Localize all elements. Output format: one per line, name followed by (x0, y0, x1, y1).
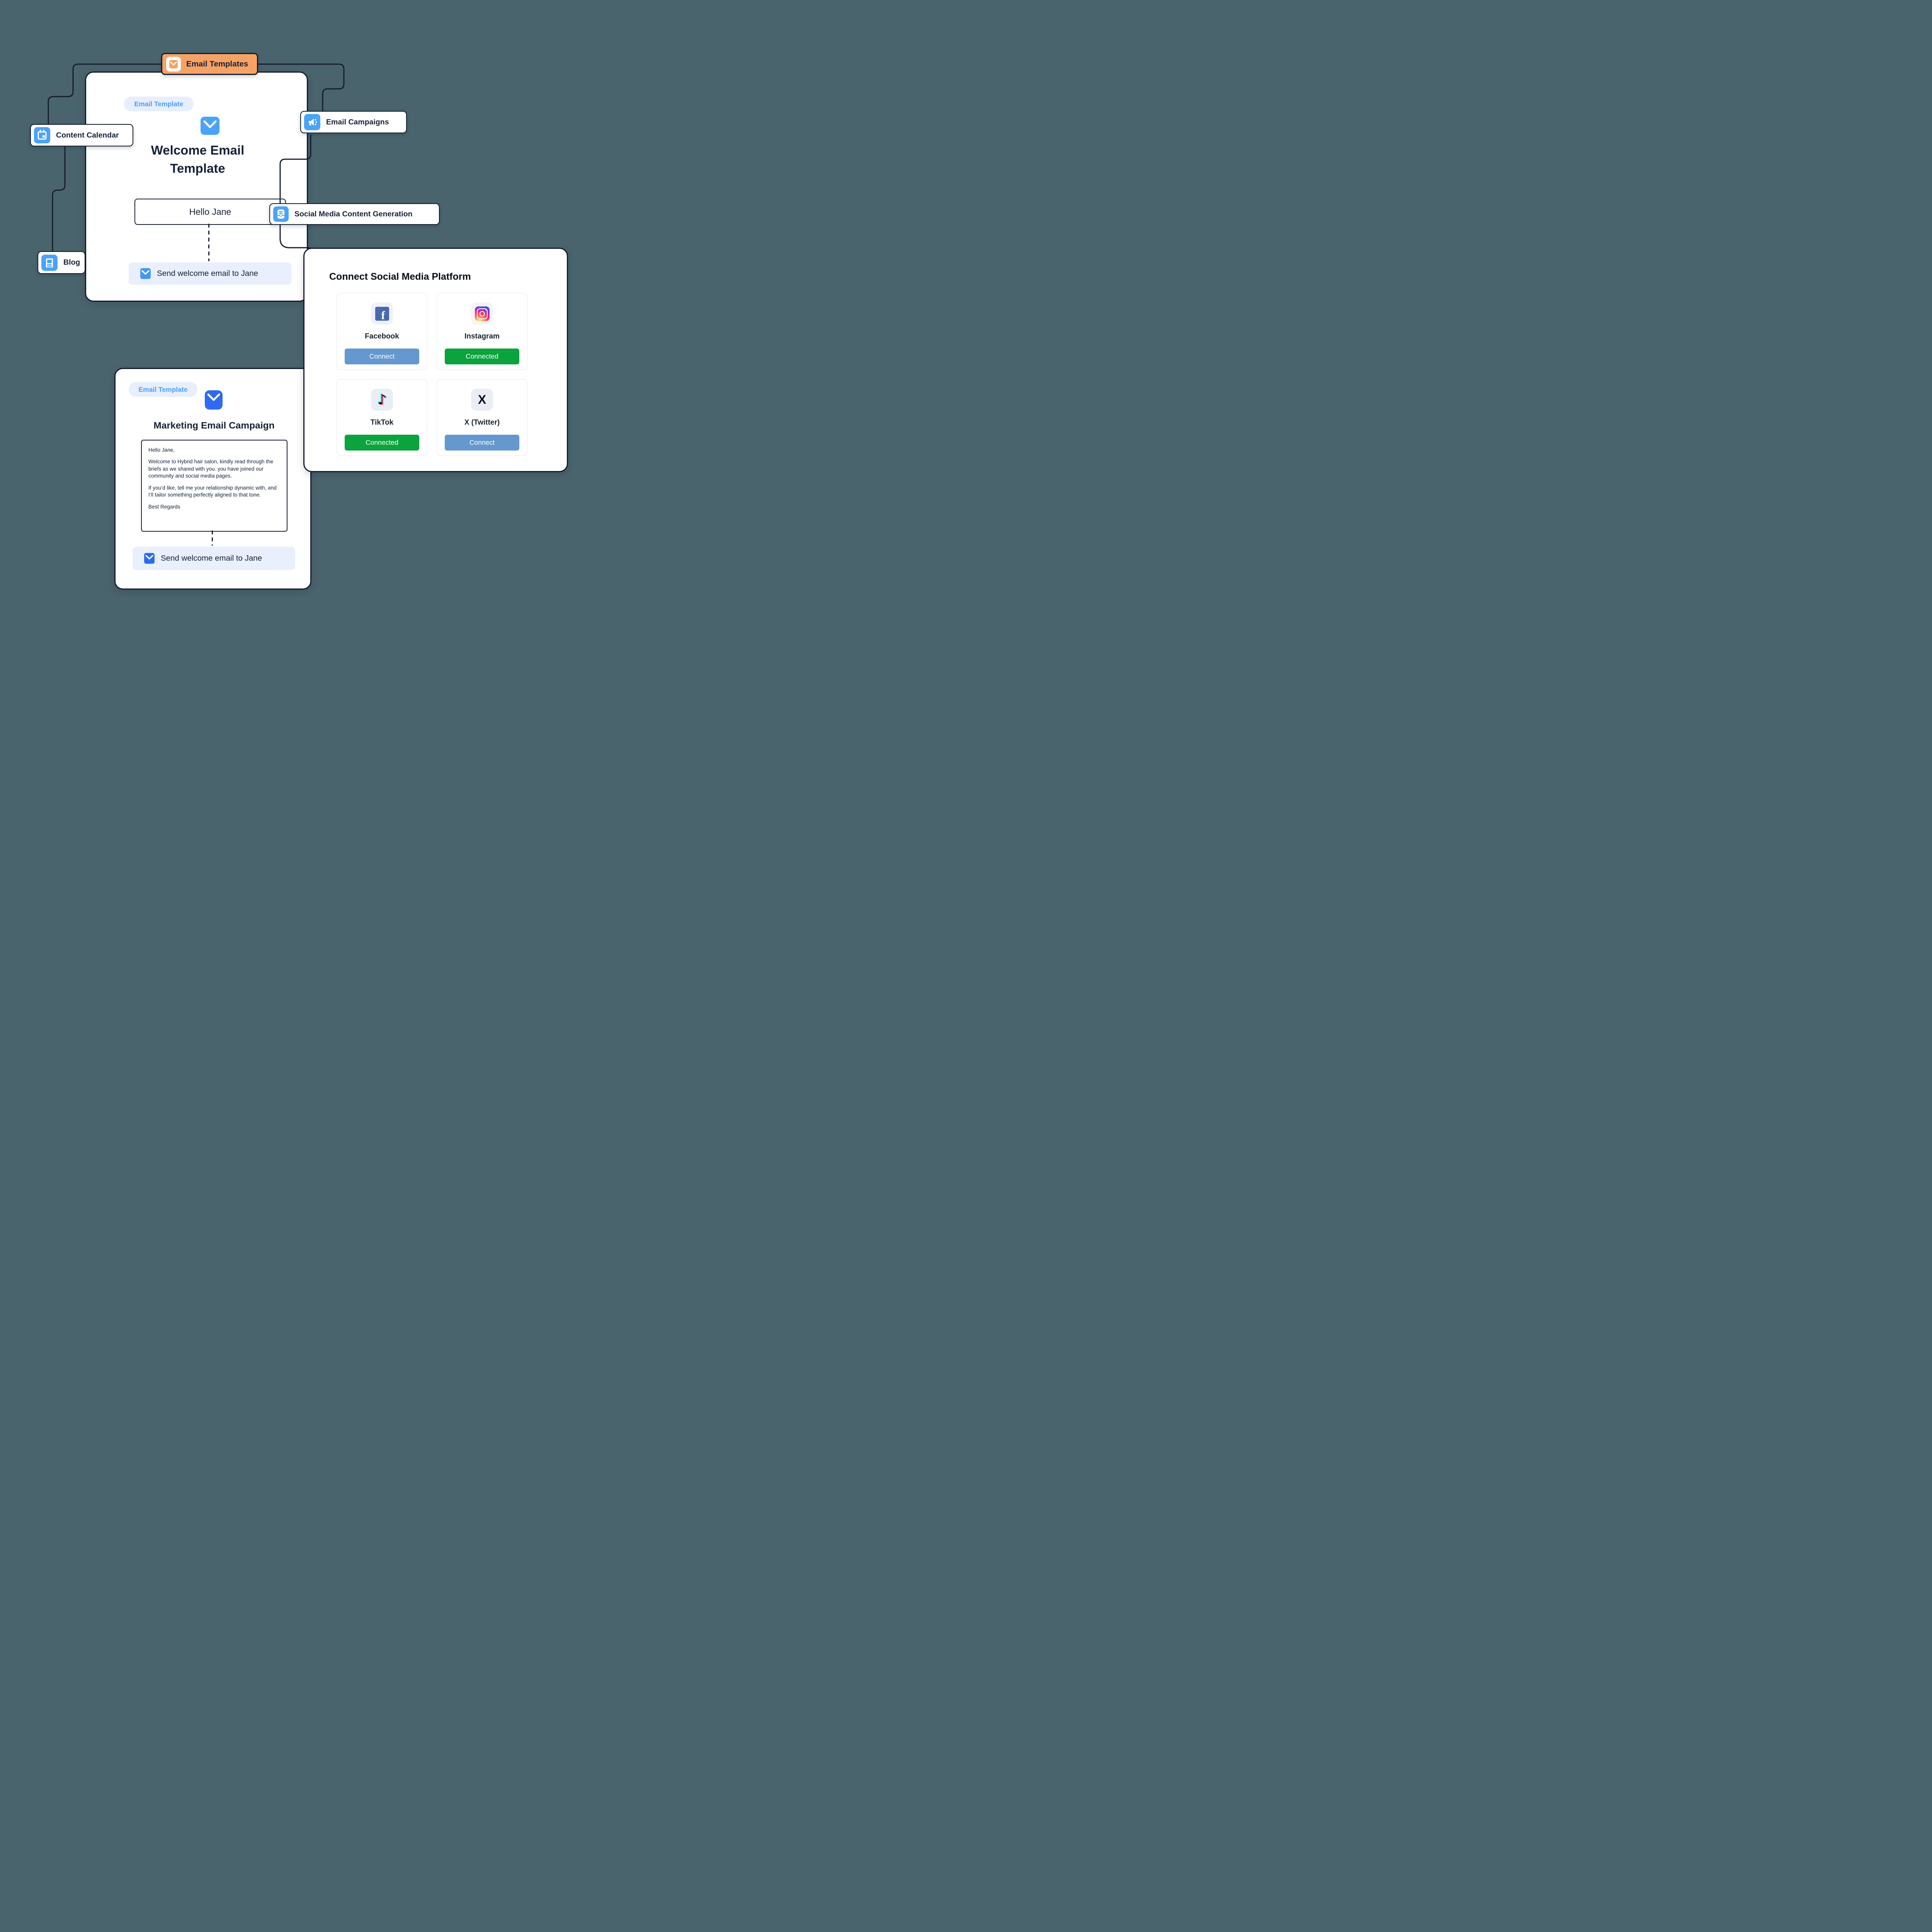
node-label: Content Calendar (56, 131, 119, 139)
node-blog[interactable]: Blog (37, 251, 85, 274)
tiktok-icon: ♪ (371, 389, 393, 411)
mail-icon (201, 117, 219, 135)
email-template-tag: Email Template (124, 97, 194, 111)
email-body-paragraph: If you’d like, tell me your relationship… (148, 485, 277, 498)
send-mail-icon (140, 268, 151, 279)
node-email-campaigns[interactable]: Email Campaigns (300, 111, 407, 133)
inbox-tray-icon (273, 206, 289, 222)
dashed-link (212, 531, 213, 546)
email-body-paragraph: Best Regards (148, 503, 180, 510)
platform-tile-x-twitter: X X (Twitter) Connect (437, 379, 527, 456)
marketing-email-campaign-card: Email Template Marketing Email Campaign … (114, 368, 311, 590)
connect-social-media-card: Connect Social Media Platform f Facebook… (303, 248, 568, 472)
send-welcome-email-action[interactable]: Send welcome email to Jane (129, 262, 291, 285)
welcome-card-title: Welcome Email Template (151, 143, 245, 175)
blog-document-icon (41, 254, 58, 271)
send-mail-icon (144, 553, 155, 564)
greeting-field[interactable]: Hello Jane (134, 199, 286, 225)
platform-tile-instagram: Instagram Connected (437, 293, 527, 370)
calendar-icon (34, 127, 50, 143)
megaphone-icon (304, 114, 320, 130)
node-label: Social Media Content Generation (294, 209, 413, 218)
tiktok-connected-button[interactable]: Connected (345, 435, 419, 451)
email-body-paragraph: Welcome to Hybrid hair salon, kindly rea… (148, 459, 274, 479)
platform-tile-facebook: f Facebook Connect (337, 293, 427, 370)
platform-name: X (Twitter) (464, 418, 500, 427)
mail-icon (166, 56, 181, 71)
dashed-link (208, 224, 209, 261)
mail-icon (205, 390, 223, 410)
instagram-connected-button[interactable]: Connected (445, 349, 519, 364)
facebook-icon: f (371, 303, 393, 325)
x-twitter-icon: X (471, 389, 493, 411)
email-body-paragraph: Hello Jane, (148, 447, 175, 453)
connect-facebook-button[interactable]: Connect (345, 349, 419, 364)
platform-name: Facebook (365, 332, 399, 340)
node-content-calendar[interactable]: Content Calendar (30, 124, 133, 146)
badge-label: Email Templates (186, 59, 248, 68)
platform-name: TikTok (370, 418, 394, 427)
node-label: Blog (63, 258, 80, 267)
marketing-card-title: Marketing Email Campaign (153, 420, 275, 431)
platform-tile-tiktok: ♪ TikTok Connected (337, 379, 427, 456)
email-templates-badge[interactable]: Email Templates (161, 53, 258, 75)
send-action-label: Send welcome email to Jane (161, 554, 262, 563)
platform-name: Instagram (464, 332, 500, 340)
connect-card-title: Connect Social Media Platform (329, 271, 471, 282)
email-body-editor[interactable]: Hello Jane, Welcome to Hybrid hair salon… (141, 440, 287, 532)
send-action-label: Send welcome email to Jane (157, 269, 259, 278)
node-social-media-content-generation[interactable]: Social Media Content Generation (269, 203, 440, 225)
flow-diagram-canvas: Email Template Welcome Email Template He… (0, 0, 586, 606)
instagram-icon (471, 303, 493, 325)
node-label: Email Campaigns (326, 117, 389, 126)
email-template-tag: Email Template (129, 382, 197, 397)
connect-x-twitter-button[interactable]: Connect (445, 435, 519, 451)
send-welcome-email-action[interactable]: Send welcome email to Jane (133, 547, 295, 570)
welcome-email-template-card: Email Template Welcome Email Template He… (85, 71, 308, 302)
